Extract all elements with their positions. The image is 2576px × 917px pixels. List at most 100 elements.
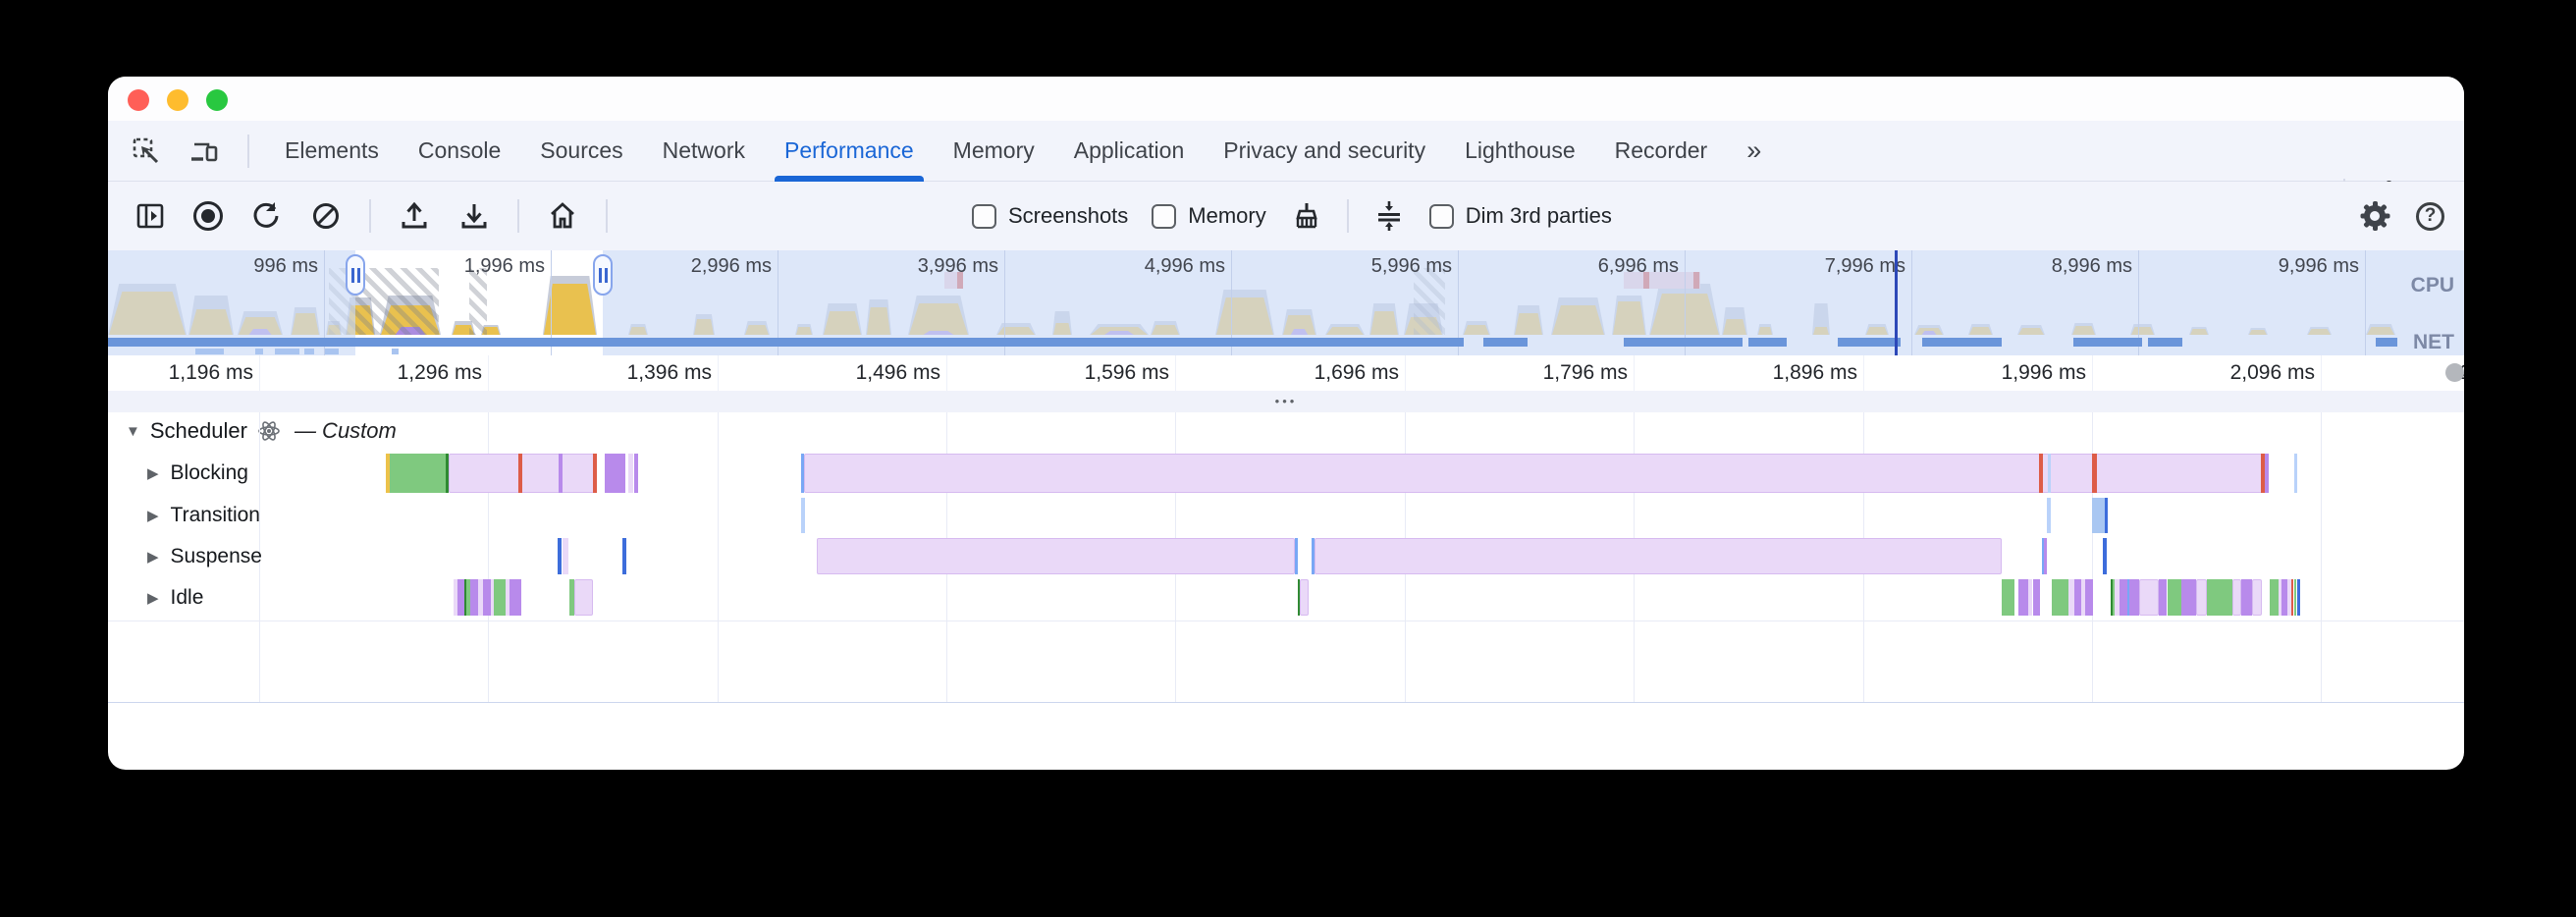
inspect-element-icon[interactable] [130, 135, 163, 168]
idle-bar-segment[interactable] [2181, 579, 2196, 616]
suspense-bar-segment[interactable] [1295, 538, 1298, 574]
idle-bar-segment[interactable] [2270, 579, 2279, 616]
transition-bar-segment[interactable] [2047, 498, 2051, 533]
idle-bar-segment[interactable] [466, 579, 470, 616]
collapse-triangle-icon[interactable]: ▼ [126, 422, 140, 440]
idle-bar-segment[interactable] [2297, 579, 2300, 616]
idle-bar-segment[interactable] [2241, 579, 2252, 616]
device-toolbar-icon[interactable] [188, 135, 222, 168]
idle-bar-segment[interactable] [491, 579, 494, 616]
suspense-bar-segment[interactable] [2042, 538, 2044, 574]
idle-bar-segment[interactable] [494, 579, 506, 616]
idle-bar-segment[interactable] [2018, 579, 2028, 616]
idle-bar-segment[interactable] [2113, 579, 2115, 616]
memory-checkbox[interactable]: Memory [1152, 203, 1266, 229]
transition-bar-segment[interactable] [801, 498, 805, 533]
blocking-bar-segment[interactable] [2092, 454, 2097, 493]
tab-lighthouse[interactable]: Lighthouse [1465, 137, 1576, 163]
expand-triangle-icon[interactable]: ▶ [147, 465, 159, 482]
expand-triangle-icon[interactable]: ▶ [147, 589, 159, 607]
idle-bar-segment[interactable] [2081, 579, 2085, 616]
capture-settings-gear-icon[interactable] [2359, 200, 2390, 232]
panel-resize-handle[interactable]: ••• [108, 391, 2464, 413]
suspense-bar-segment[interactable] [1315, 538, 2002, 574]
blocking-bar-segment[interactable] [2048, 454, 2051, 493]
track-row-label-idle[interactable]: ▶Idle [147, 579, 203, 616]
idle-bar-segment[interactable] [2196, 579, 2207, 616]
selection-handle-left[interactable] [346, 254, 365, 296]
blocking-bar-segment[interactable] [390, 454, 448, 493]
blocking-bar-segment[interactable] [386, 454, 390, 493]
idle-bar-segment[interactable] [2287, 579, 2291, 616]
minimize-button[interactable] [167, 89, 188, 111]
track-header-scheduler[interactable]: ▼ Scheduler — Custom [126, 418, 397, 444]
idle-bar-segment[interactable] [457, 579, 464, 616]
idle-bar-segment[interactable] [2291, 579, 2293, 616]
transition-bar-segment[interactable] [2105, 498, 2108, 533]
screenshots-checkbox[interactable]: Screenshots [972, 203, 1128, 229]
gc-broom-icon[interactable] [1290, 199, 1323, 233]
idle-bar-segment[interactable] [2074, 579, 2081, 616]
track-row-label-transition[interactable]: ▶Transition [147, 498, 260, 533]
idle-bar-segment[interactable] [2068, 579, 2074, 616]
blocking-bar-segment[interactable] [628, 454, 633, 493]
idle-bar-segment[interactable] [2294, 579, 2296, 616]
tab-recorder[interactable]: Recorder [1614, 137, 1708, 163]
suspense-bar-segment[interactable] [622, 538, 626, 574]
blocking-bar-segment[interactable] [518, 454, 522, 493]
idle-bar-segment[interactable] [1300, 579, 1309, 616]
track-row-label-suspense[interactable]: ▶Suspense [147, 538, 262, 574]
idle-bar-segment[interactable] [2168, 579, 2181, 616]
blocking-bar-segment[interactable] [2265, 454, 2269, 493]
ruler-scroll-dot[interactable] [2445, 363, 2464, 382]
transition-bar-segment[interactable] [2092, 498, 2105, 533]
idle-bar-segment[interactable] [2085, 579, 2093, 616]
more-tabs-icon[interactable]: » [1746, 135, 1762, 165]
idle-bar-segment[interactable] [2111, 579, 2113, 616]
expand-triangle-icon[interactable]: ▶ [147, 508, 159, 524]
suspense-bar-segment[interactable] [558, 538, 562, 574]
suspense-bar-segment[interactable] [2044, 538, 2047, 574]
idle-bar-segment[interactable] [2252, 579, 2262, 616]
blocking-bar-segment[interactable] [634, 454, 638, 493]
track-row-label-blocking[interactable]: ▶Blocking [147, 454, 248, 493]
selection-handle-right[interactable] [593, 254, 613, 296]
idle-bar-segment[interactable] [2159, 579, 2167, 616]
idle-bar-segment[interactable] [2052, 579, 2068, 616]
tab-performance[interactable]: Performance [775, 121, 924, 182]
upload-profile-icon[interactable] [398, 199, 431, 233]
tab-network[interactable]: Network [662, 137, 745, 163]
tab-sources[interactable]: Sources [540, 137, 623, 163]
idle-bar-segment[interactable] [470, 579, 478, 616]
blocking-bar-segment[interactable] [559, 454, 563, 493]
download-profile-icon[interactable] [457, 199, 491, 233]
screenshots-checkbox-box[interactable] [972, 203, 996, 229]
idle-bar-segment[interactable] [2033, 579, 2040, 616]
blocking-bar-segment[interactable] [449, 454, 597, 493]
blocking-bar-segment[interactable] [2261, 454, 2265, 493]
suspense-bar-segment[interactable] [1312, 538, 1315, 574]
dim-3rd-parties-checkbox-box[interactable] [1428, 203, 1454, 229]
record-button[interactable] [193, 201, 223, 231]
idle-bar-segment[interactable] [2002, 579, 2014, 616]
tab-elements[interactable]: Elements [285, 137, 379, 163]
idle-bar-segment[interactable] [574, 579, 593, 616]
clear-recording-icon[interactable] [309, 199, 343, 233]
blocking-bar-segment[interactable] [446, 454, 449, 493]
help-icon[interactable]: ? [2416, 201, 2444, 231]
expand-triangle-icon[interactable]: ▶ [147, 548, 159, 566]
blocking-bar-segment[interactable] [801, 454, 804, 493]
suspense-bar-segment[interactable] [563, 538, 568, 574]
memory-checkbox-box[interactable] [1152, 203, 1177, 229]
idle-bar-segment[interactable] [464, 579, 466, 616]
tab-application[interactable]: Application [1073, 137, 1185, 163]
reload-and-record-button[interactable] [249, 199, 283, 233]
home-icon[interactable] [546, 199, 579, 233]
idle-bar-segment[interactable] [2115, 579, 2120, 616]
blocking-bar-segment[interactable] [804, 454, 2265, 493]
tab-console[interactable]: Console [417, 137, 502, 163]
zoom-button[interactable] [206, 89, 228, 111]
idle-bar-segment[interactable] [2129, 579, 2139, 616]
